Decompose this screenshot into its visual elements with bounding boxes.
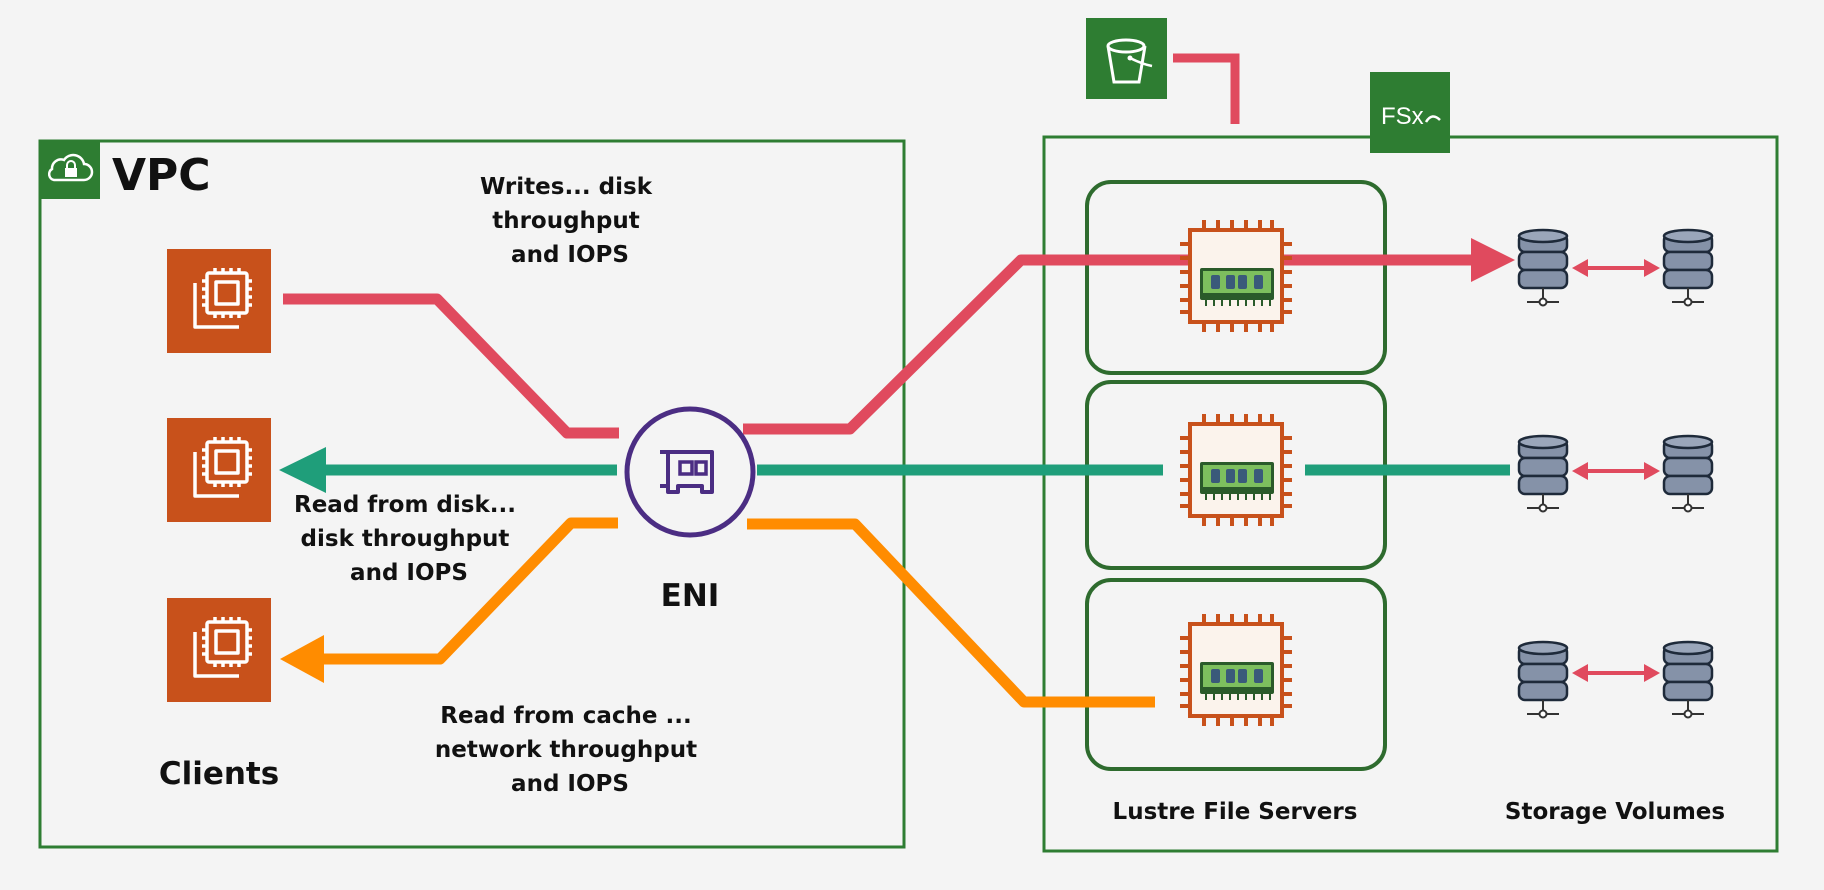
processor-chip-icon (1178, 612, 1294, 728)
clients-label: Clients (159, 756, 279, 792)
fsx-logo: FSx (1370, 72, 1450, 153)
svg-text:FSx: FSx (1381, 103, 1424, 130)
storage-volumes (1517, 228, 1714, 719)
read-cache-flow-label: Read from cache ... network throughput a… (435, 703, 705, 797)
write-flow (283, 238, 1515, 439)
read-disk-arrowhead (279, 447, 326, 493)
processor-chip-icon (1178, 218, 1294, 334)
lustre-server-box (1085, 180, 1387, 375)
vpc-title: VPC (112, 150, 211, 201)
database-icon (1662, 228, 1714, 307)
s3-bucket-icon (1086, 18, 1167, 99)
lustre-server-box (1085, 578, 1387, 771)
storage-volumes-label: Storage Volumes (1505, 799, 1725, 825)
replication-arrows (1572, 259, 1660, 682)
network-interface-icon (624, 406, 756, 538)
ec2-instance-icon (165, 247, 273, 355)
ec2-instance-icon (165, 416, 273, 524)
read-disk-flow (279, 447, 1510, 493)
database-icon (1517, 434, 1569, 513)
processor-chip-icon (1178, 412, 1294, 528)
write-flow-label: Writes... disk throughput and IOPS (480, 174, 660, 268)
database-icon (1517, 640, 1569, 719)
database-icon (1517, 228, 1569, 307)
ec2-instance-icon (165, 596, 273, 704)
vpc-container: VPC (38, 139, 906, 849)
read-disk-flow-label: Read from disk... disk throughput and IO… (294, 492, 524, 586)
database-icon (1662, 640, 1714, 719)
write-arrowhead (1471, 238, 1515, 282)
read-cache-arrowhead (280, 635, 324, 683)
s3-connector-line (1173, 53, 1240, 124)
cloud-lock-icon (40, 141, 100, 199)
lustre-servers-label: Lustre File Servers (1113, 799, 1358, 825)
database-icon (1662, 434, 1714, 513)
eni-label: ENI (661, 578, 720, 614)
read-cache-flow (280, 517, 1155, 708)
